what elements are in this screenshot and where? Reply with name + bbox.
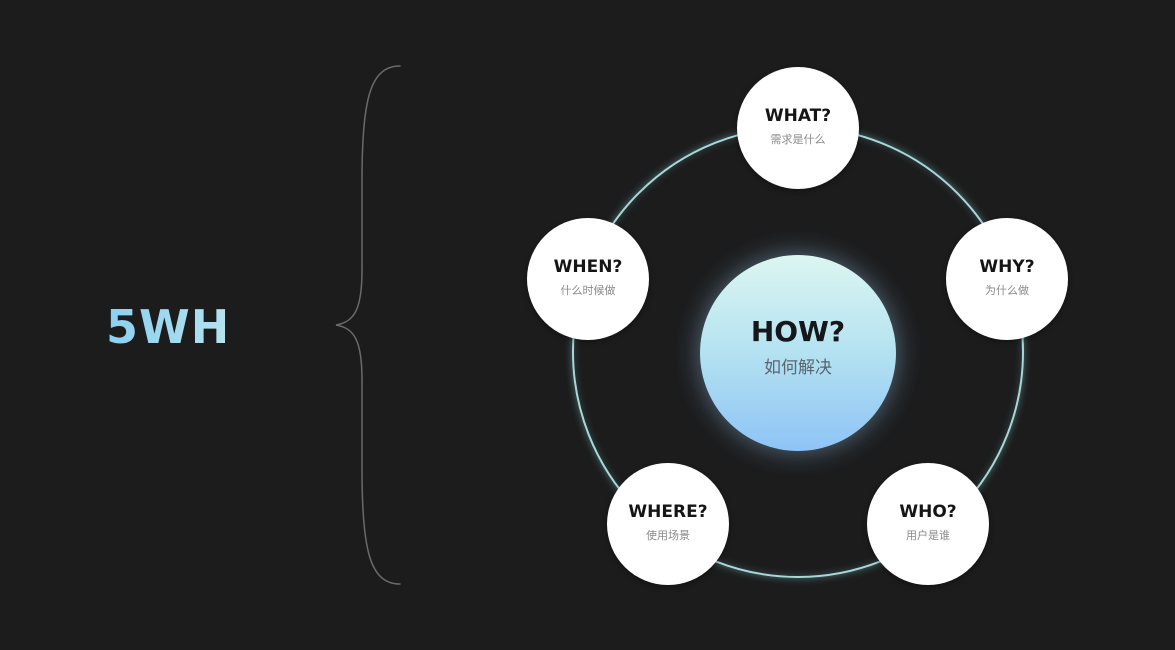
node-when-label: WHEN? <box>553 257 623 277</box>
node-who-sub: 用户是谁 <box>906 529 950 542</box>
node-what: WHAT? 需求是什么 <box>737 67 859 189</box>
node-why-label: WHY? <box>979 257 1035 277</box>
curly-brace <box>335 65 401 585</box>
node-when-sub: 什么时候做 <box>560 284 616 297</box>
node-who: WHO? 用户是谁 <box>867 463 989 585</box>
center-how-sub: 如何解决 <box>764 358 832 378</box>
node-why-sub: 为什么做 <box>985 284 1029 297</box>
center-how-circle: HOW? 如何解决 <box>700 255 896 451</box>
node-what-label: WHAT? <box>764 106 832 126</box>
node-where-sub: 使用场景 <box>646 529 690 542</box>
node-when: WHEN? 什么时候做 <box>527 218 649 340</box>
node-where: WHERE? 使用场景 <box>607 463 729 585</box>
node-who-label: WHO? <box>899 502 957 522</box>
main-title: 5WH <box>106 292 256 362</box>
center-how-label: HOW? <box>750 315 846 348</box>
node-what-sub: 需求是什么 <box>770 133 826 146</box>
node-where-label: WHERE? <box>628 502 708 522</box>
node-why: WHY? 为什么做 <box>946 218 1068 340</box>
